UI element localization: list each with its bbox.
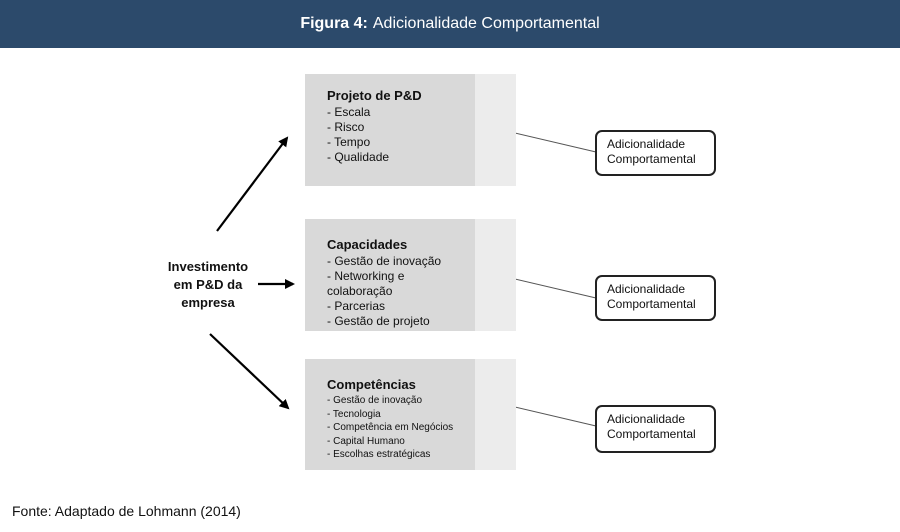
box-extension-2 <box>475 219 516 331</box>
list-item: - Gestão de inovação <box>327 395 423 406</box>
connector-line-1 <box>501 129 597 153</box>
box-item-list: - Gestão de inovação - Networking e cola… <box>327 254 469 329</box>
box-capacidades: Capacidades - Gestão de inovação - Netwo… <box>305 219 475 331</box>
box-projeto: Projeto de P&D - Escala - Risco - Tempo … <box>305 74 475 186</box>
figure-header: Figura 4: Adicionalidade Comportamental <box>0 0 900 48</box>
outcome-node-1: Adicionalidade Comportamental <box>595 130 716 176</box>
box-item-list: - Escala - Risco - Tempo - Qualidade <box>327 105 475 165</box>
list-item: - Tempo <box>327 135 371 149</box>
box-title: Projeto de P&D <box>327 88 422 103</box>
origin-label: Investimento em P&D da empresa <box>167 259 249 310</box>
list-item: - Parcerias <box>327 299 386 313</box>
figure-label: Figura 4: <box>300 15 368 32</box>
connector-line-3 <box>501 403 597 427</box>
connector-line-2 <box>501 275 597 299</box>
list-item: - Escala <box>327 105 371 119</box>
box-extension-1 <box>475 74 516 186</box>
list-item: - Networking e colaboração <box>327 269 405 298</box>
box-title: Competências <box>327 377 416 392</box>
list-item: - Competência em Negócios <box>327 422 454 433</box>
list-item: - Capital Humano <box>327 435 405 447</box>
list-item: - Tecnologia <box>327 408 381 420</box>
list-item: - Risco <box>327 120 365 134</box>
source-note: Fonte: Adaptado de Lohmann (2014) <box>12 503 241 519</box>
arrow-down <box>209 333 290 410</box>
list-item: - Gestão de inovação <box>327 254 442 268</box>
list-item: - Escolhas estratégicas <box>327 449 431 460</box>
list-item: - Gestão de projeto <box>327 314 430 328</box>
arrow-up <box>216 136 289 232</box>
list-item: - Qualidade <box>327 150 390 164</box>
box-competencias: Competências - Gestão de inovação - Tecn… <box>305 359 475 470</box>
box-title: Capacidades <box>327 237 408 252</box>
box-extension-3 <box>475 359 516 470</box>
figure-title: Adicionalidade Comportamental <box>372 15 600 32</box>
outcome-node-2: Adicionalidade Comportamental <box>595 275 716 321</box>
box-item-list: - Gestão de inovação - Tecnologia - Comp… <box>327 394 475 462</box>
outcome-node-3: Adicionalidade Comportamental <box>595 405 716 453</box>
